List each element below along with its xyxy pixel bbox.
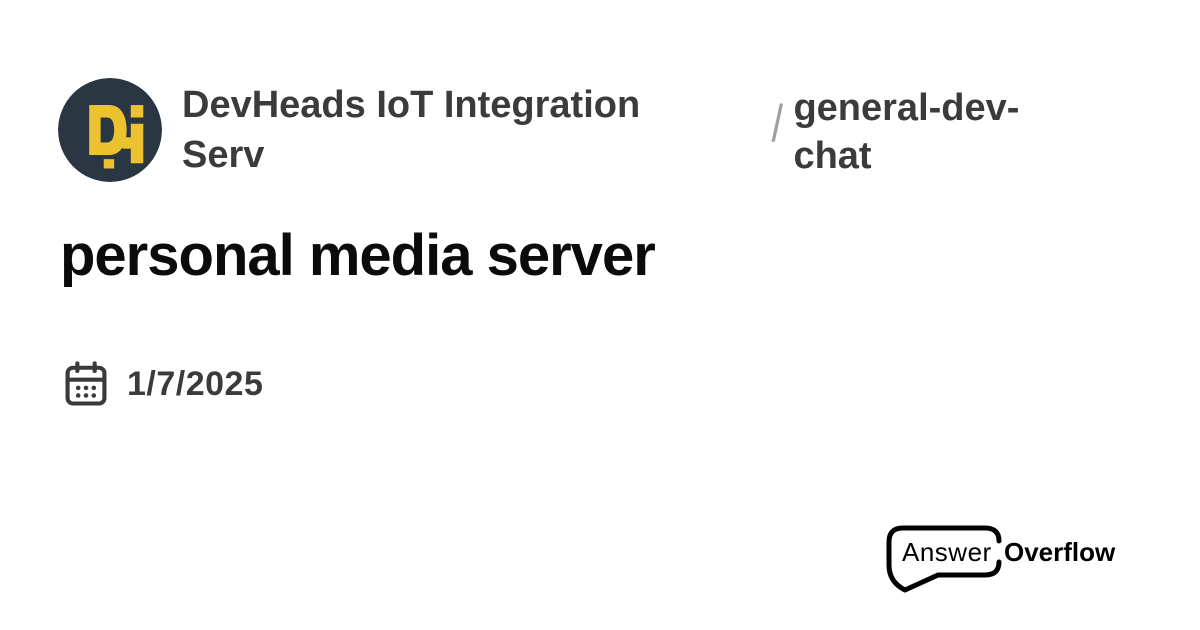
- post-date-row: 1/7/2025: [60, 358, 263, 410]
- channel-separator: /: [771, 95, 784, 153]
- community-avatar: [58, 78, 162, 182]
- channel-info: / general-dev-chat: [770, 84, 1083, 180]
- answer-overflow-logo: Answer Overflow: [886, 520, 1136, 615]
- community-name: DevHeads IoT Integration Serv: [182, 84, 641, 176]
- devheads-logo-icon: [58, 78, 162, 182]
- calendar-icon: [65, 361, 107, 406]
- post-date: 1/7/2025: [127, 364, 264, 403]
- speech-bubble-icon: Answer Overflow: [886, 525, 1116, 593]
- channel-name: general-dev-chat: [793, 87, 1020, 177]
- brand-text-overflow: Overflow: [1004, 537, 1116, 567]
- brand-text-answer: Answer: [902, 537, 992, 567]
- community-info: DevHeads IoT Integration Serv: [58, 78, 732, 182]
- post-title: personal media server: [60, 223, 656, 288]
